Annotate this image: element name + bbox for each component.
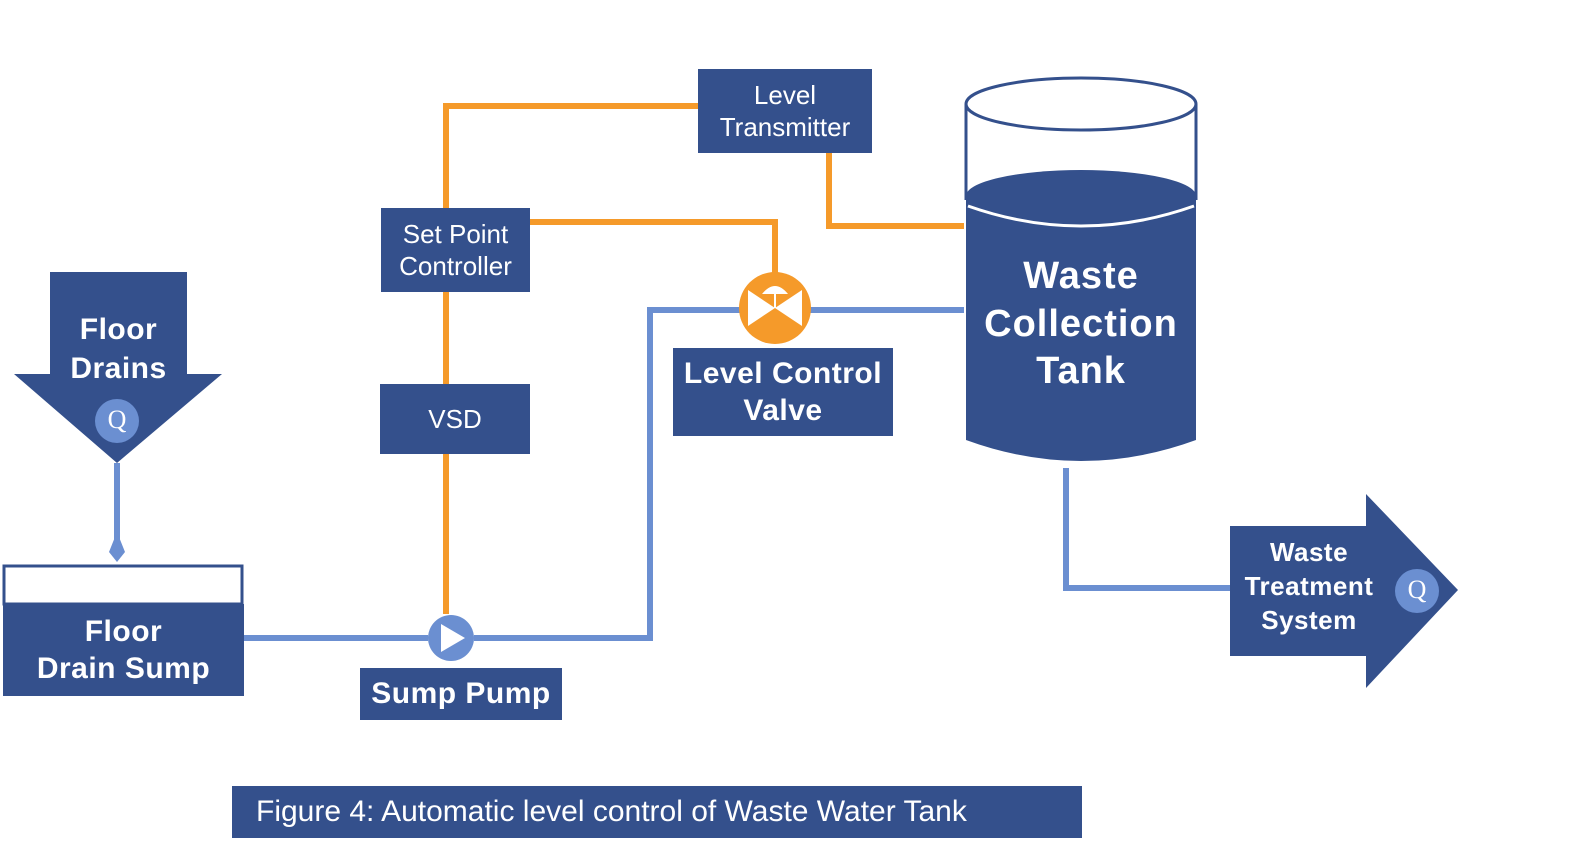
sump-pump-icon [428, 615, 474, 661]
level-control-valve-label: Level Control Valve [673, 348, 893, 436]
pipe-pump-to-valve [474, 307, 742, 641]
level-transmitter-box: Level Transmitter [698, 69, 872, 153]
waste-treatment-arrow [1230, 494, 1458, 688]
signal-line-transmitter-to-controller [443, 103, 698, 210]
signal-line-controller-to-valve [530, 219, 778, 286]
sump-line2: Drain Sump [36, 652, 211, 685]
valve-line2: Valve [743, 394, 823, 427]
transmitter-line1: Level [753, 79, 817, 110]
valve-line1: Level Control [683, 356, 883, 390]
set-point-controller-box: Set Point Controller [381, 208, 530, 292]
floor-drains-flow-badge [95, 399, 139, 443]
figure-caption: Figure 4: Automatic level control of Was… [232, 786, 1082, 838]
pipe-inlet-diamond [109, 532, 125, 562]
floor-drains-arrow [14, 272, 222, 463]
signal-line-tank-to-transmitter [826, 153, 964, 229]
controller-line1: Set Point [402, 218, 509, 249]
controller-line2: Controller [399, 251, 512, 281]
sump-line1: Floor [84, 614, 163, 648]
sump-water-space [2, 564, 244, 606]
transmitter-line2: Transmitter [719, 112, 851, 142]
floor-drain-sump: Floor Drain Sump [3, 604, 244, 696]
waste-collection-tank [964, 76, 1198, 461]
sump-pump-label: Sump Pump [360, 668, 562, 720]
vsd-box: VSD [380, 384, 530, 454]
pipe-tank-to-treatment [1063, 468, 1230, 591]
control-valve-icon [739, 272, 811, 344]
treatment-flow-badge [1395, 569, 1439, 613]
